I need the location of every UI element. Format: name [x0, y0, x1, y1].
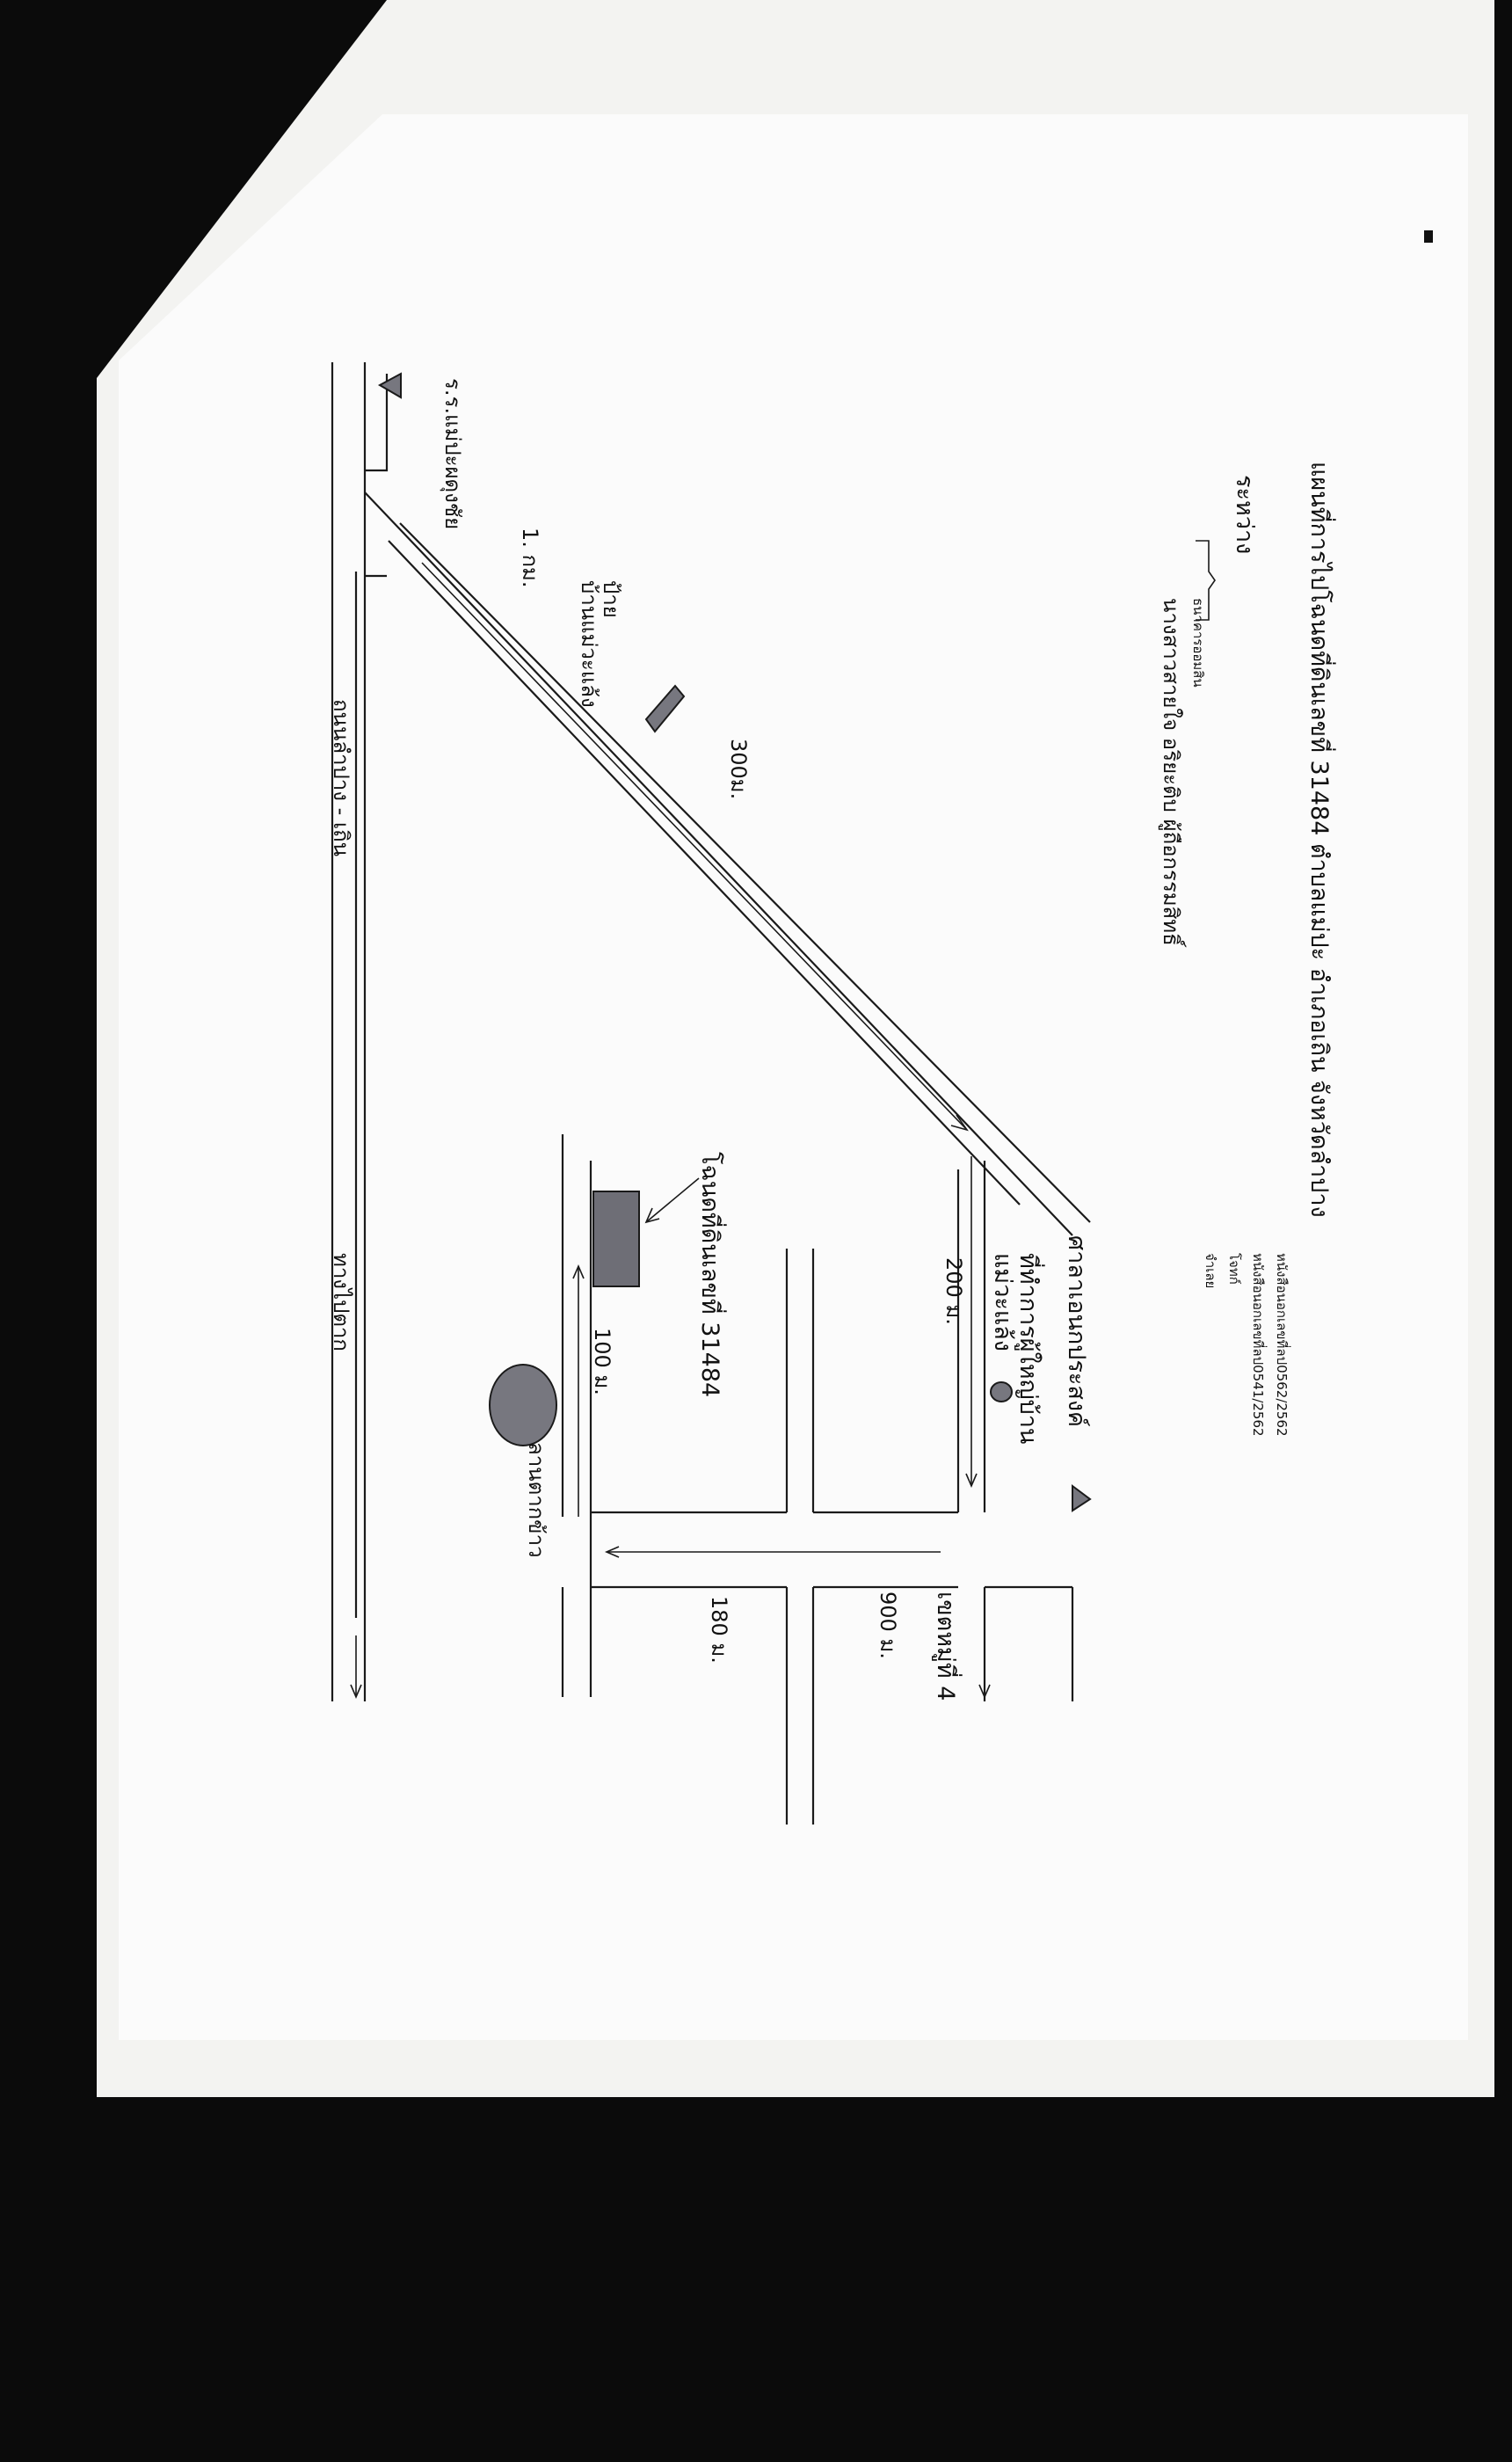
- arrow-cross-left-head: [604, 1546, 620, 1558]
- header-bank: ธนาคารออมสิน: [1190, 598, 1206, 688]
- rice-barn-marker: [489, 1364, 557, 1446]
- plot-pointer-head: [644, 1207, 660, 1224]
- distance-100: 100 ม.: [590, 1328, 614, 1395]
- diagonal-road-line-c: [399, 522, 1091, 1223]
- village-sign-label-bottom: บ้านแม่วะแล้ง: [577, 580, 601, 708]
- header-between: ระหว่าง: [1231, 475, 1258, 555]
- header-party-line: นางสาวสายใจ อริยะติบ ผู้ถือกรรมสิทธิ์: [1159, 598, 1183, 946]
- header-ref-1: หนังสือนอกเลขที่ลป0562/2562: [1274, 1253, 1290, 1437]
- map-title: แผนที่การไปโฉนดที่ดินเลขที่ 31484 ตำบลแม…: [1305, 462, 1333, 1218]
- header-defendant: จำเลย: [1203, 1253, 1218, 1289]
- land-plot: [592, 1191, 640, 1287]
- headman-office-label-bottom: แม่วะแล้ง: [989, 1253, 1016, 1351]
- plot-pointer: [645, 1177, 700, 1223]
- arrow-village-no-head: [978, 1684, 991, 1700]
- header-ref-2: หนังสือนอกเลขที่ลป0541/2562: [1250, 1253, 1266, 1437]
- to-tak-label: ทางไปตาก: [329, 1253, 353, 1351]
- arrow-diagonal: [421, 562, 968, 1131]
- school-label: ร.ร.แม่ปะผดุงชัย: [440, 378, 465, 530]
- distance-900: 900 ม.: [876, 1592, 900, 1659]
- temple-label: ศาลาเอนกประสงค์: [1063, 1235, 1090, 1428]
- distance-180: 180 ม.: [707, 1596, 731, 1664]
- diagonal-road-line-b: [388, 540, 1021, 1206]
- distance-300: 300ม.: [726, 739, 751, 800]
- paper-front-sheet: [119, 114, 1468, 2040]
- arrow-down-village-head: [965, 1473, 978, 1489]
- main-road-label: ถนนลำปาง - เถิน: [329, 699, 353, 857]
- arrow-diagonal-head: [950, 1114, 969, 1132]
- arrow-up-plot-head: [572, 1264, 585, 1279]
- km-label: 1. กม.: [518, 528, 542, 588]
- header-plaintiff: โจทก์: [1226, 1253, 1242, 1285]
- village-number-label: เขตหมู่ที่ 4: [932, 1592, 959, 1701]
- scan-blemish: [1424, 230, 1433, 243]
- rice-barn-label: ลานตากข้าว: [524, 1442, 549, 1558]
- temple-marker: [1072, 1484, 1092, 1512]
- header-bracket: [1196, 540, 1216, 621]
- plot-label: โฉนดที่ดินเลขที่ 31484: [696, 1152, 723, 1398]
- distance-200: 200 ม.: [941, 1257, 966, 1325]
- diagonal-road-line-a: [364, 492, 1073, 1236]
- school-marker: [377, 372, 402, 399]
- headman-office-marker: [990, 1381, 1013, 1402]
- school-road-stub: [365, 374, 389, 472]
- village-sign-marker: [644, 684, 686, 733]
- arrow-main-road-head: [350, 1684, 362, 1700]
